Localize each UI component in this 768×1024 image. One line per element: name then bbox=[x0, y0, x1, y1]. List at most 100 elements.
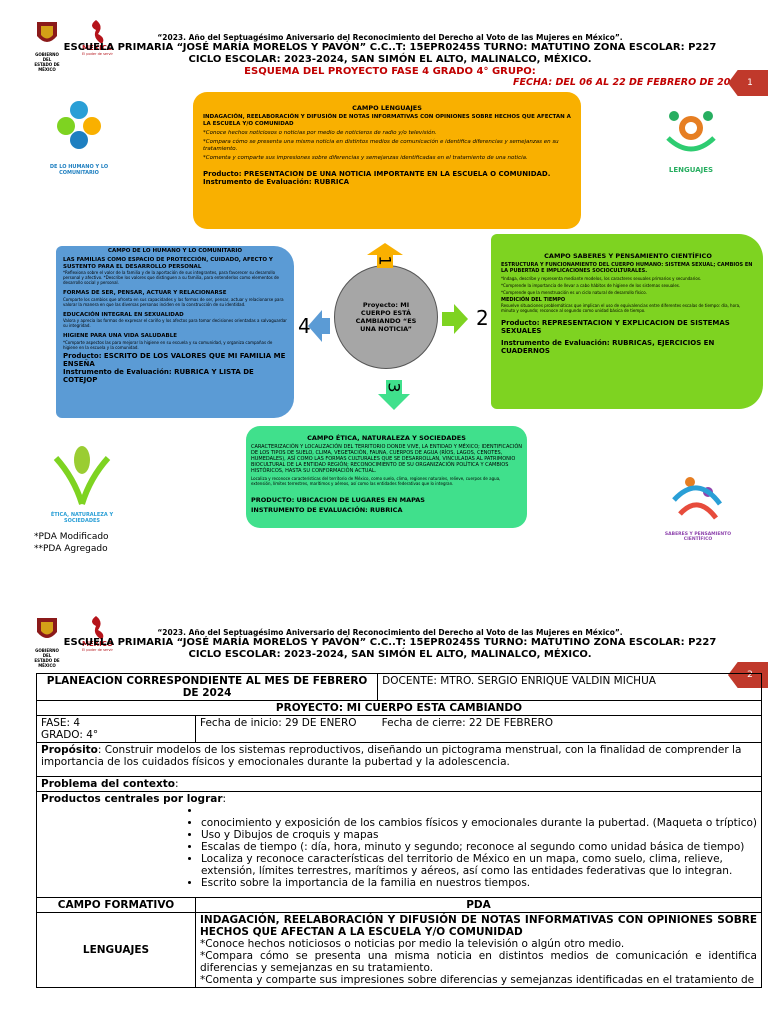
project-circle-text: Proyecto: MI CUERPO ESTÁ CAMBIANDO “ES U… bbox=[355, 301, 417, 333]
humano-section-text: *Reflexiona sobre el valor de la familia… bbox=[63, 270, 280, 285]
humano-section-heading: HIGIENE PARA UNA VIDA SALUDABLE bbox=[63, 333, 177, 339]
humano-section-text: Comparte los cambios que afronta en sus … bbox=[63, 296, 284, 307]
lenguajes-item: *Conoce hechos noticiosos o noticias por… bbox=[203, 130, 437, 136]
list-item: Escalas de tiempo (: día, hora, minuto y… bbox=[201, 841, 757, 853]
fase-text: FASE: 4 bbox=[41, 717, 81, 729]
saberes-emblem-icon bbox=[672, 477, 723, 520]
arrow-down-icon bbox=[378, 380, 410, 410]
scheme-title: ESQUEMA DEL PROYECTO FASE 4 GRADO 4° GRU… bbox=[244, 66, 536, 77]
productos-label: Productos centrales por lograr bbox=[41, 793, 223, 805]
note-agregado: **PDA Agregado bbox=[34, 544, 108, 554]
humano-instrument: Instrumento de Evaluación: RUBRICA Y LIS… bbox=[63, 367, 254, 384]
arrow-1-number: 1 bbox=[375, 255, 395, 266]
mexico-logo-sub: El poder de servir bbox=[82, 52, 113, 56]
state-logo-label-2: GOBIERNO DEL ESTADO DE MÉXICO bbox=[34, 648, 60, 668]
saberes-title: CAMPO SABERES Y PENSAMIENTO CIENTÍFICO bbox=[544, 252, 712, 260]
saberes-box: CAMPO SABERES Y PENSAMIENTO CIENTÍFICO E… bbox=[491, 234, 763, 409]
state-logo-label: GOBIERNO DEL ESTADO DE MÉXICO bbox=[34, 52, 60, 72]
table-row: PROYECTO: MI CUERPO ESTA CAMBIANDO bbox=[36, 700, 762, 716]
proyecto-cell: PROYECTO: MI CUERPO ESTA CAMBIANDO bbox=[36, 700, 762, 716]
cycle-title-2: CICLO ESCOLAR: 2023-2024, SAN SIMÓN EL A… bbox=[188, 649, 592, 660]
date-text: FECHA: DEL 06 AL 22 DE FEBRERO DE 2024. bbox=[513, 77, 748, 88]
lenguajes-heading: INDAGACIÓN, REELABORACIÓN Y DIFUSIÓN DE … bbox=[203, 114, 571, 127]
humano-product: Producto: ESCRITO DE LOS VALORES QUE MI … bbox=[63, 351, 286, 368]
list-item: Uso y Dibujos de croquis y mapas bbox=[201, 829, 757, 841]
saberes-item: *Indaga, describe y representa mediante … bbox=[501, 276, 702, 281]
lenguajes-logo: LENGUAJES bbox=[648, 98, 734, 180]
lenguajes-item: *Compara cómo se presenta una misma noti… bbox=[203, 139, 559, 152]
lenguajes-title: CAMPO LENGUAJES bbox=[352, 104, 422, 112]
state-logo-2: GOBIERNO DEL ESTADO DE MÉXICO bbox=[34, 614, 60, 668]
productos-cell: Productos centrales por lograr: conocimi… bbox=[36, 791, 762, 898]
arrow-3-number: 3 bbox=[384, 382, 404, 393]
humano-logo-label: DE LO HUMANO Y LO COMUNITARIO bbox=[49, 164, 109, 176]
etica-heading: CARACTERIZACIÓN Y LOCALIZACIÓN DEL TERRI… bbox=[251, 444, 523, 474]
etica-logo-label: ÉTICA, NATURALEZA Y SOCIEDADES bbox=[50, 512, 114, 524]
arrow-2 bbox=[440, 302, 470, 336]
etica-box: CAMPO ÉTICA, NATURALEZA Y SOCIEDADES CAR… bbox=[246, 426, 527, 528]
pda-header: PDA bbox=[195, 897, 762, 913]
lenguajes-instrument: Instrumento de Evaluación: RUBRICA bbox=[203, 178, 350, 186]
list-item: Localiza y reconoce características del … bbox=[201, 853, 757, 877]
humano-section-heading: EDUCACIÓN INTEGRAL EN SEXUALIDAD bbox=[63, 311, 184, 318]
arrow-1: 1 bbox=[366, 241, 404, 269]
note-modificado: *PDA Modificado bbox=[34, 532, 109, 542]
mexico-logo-label: MÉXICO bbox=[82, 44, 113, 52]
humano-box: CAMPO DE LO HUMANO Y LO COMUNITARIO LAS … bbox=[56, 246, 294, 418]
lenguajes-logo-label: LENGUAJES bbox=[668, 166, 714, 174]
list-item: Escrito sobre la importancia de la famil… bbox=[201, 877, 757, 889]
arrow-right-icon bbox=[442, 304, 468, 334]
cycle-title: CICLO ESCOLAR: 2023-2024, SAN SIMÓN EL A… bbox=[188, 54, 592, 65]
anniversary-span: “2023. Año del Septuagésimo Aniversario … bbox=[157, 33, 623, 42]
arrow-up-icon bbox=[367, 243, 403, 268]
mexico-logo: MÉXICO El poder de servir bbox=[82, 18, 122, 58]
saberes-logo-label: SABERES Y PENSAMIENTO CIENTÍFICO bbox=[664, 532, 732, 542]
page-tab-1: 1 bbox=[728, 70, 768, 96]
humano-logo: DE LO HUMANO Y LO COMUNITARIO bbox=[36, 90, 122, 176]
etica-instrument: INSTRUMENTO DE EVALUACIÓN: RUBRICA bbox=[251, 506, 403, 514]
etica-product: PRODUCTO: UBICACION DE LUGARES EN MAPAS bbox=[251, 496, 425, 504]
planeacion-cell: PLANEACION CORRESPONDIENTE AL MES DE FEB… bbox=[35, 673, 378, 701]
project-circle: Proyecto: MI CUERPO ESTÁ CAMBIANDO “ES U… bbox=[334, 265, 438, 369]
etica-logo: ÉTICA, NATURALEZA Y SOCIEDADES bbox=[34, 438, 130, 528]
table-row: LENGUAJES INDAGACIÓN, REELABORACIÓN Y DI… bbox=[36, 912, 762, 988]
saberes-item: *Comprende que la menstruación es un cic… bbox=[501, 290, 647, 295]
anniversary-span-2: “2023. Año del Septuagésimo Aniversario … bbox=[157, 628, 623, 637]
etica-emblem-icon bbox=[53, 446, 111, 505]
etica-text: Localiza y reconoce características del … bbox=[251, 476, 501, 486]
problema-cell: Problema del contexto: bbox=[36, 776, 762, 792]
lenguajes-box: CAMPO LENGUAJES INDAGACIÓN, REELABORACIÓ… bbox=[193, 92, 581, 229]
lenguajes-product: Producto: PRESENTACION DE UNA NOTICIA IM… bbox=[203, 170, 551, 178]
table-row: CAMPO FORMATIVO PDA bbox=[36, 897, 762, 913]
saberes-product: Producto: REPRESENTACION Y EXPLICACION D… bbox=[501, 319, 730, 335]
pda-item: *Conoce hechos noticiosos o noticias por… bbox=[200, 938, 625, 950]
humano-section-text: Valora y aprecia las formas de expresar … bbox=[63, 318, 287, 328]
grado-text: GRADO: 4° bbox=[41, 729, 99, 741]
saberes-instrument: Instrumento de Evaluación: RUBRICAS, EJE… bbox=[501, 339, 715, 355]
humano-title: CAMPO DE LO HUMANO Y LO COMUNITARIO bbox=[107, 248, 243, 254]
pda-heading: INDAGACIÓN, REELABORACIÓN Y DIFUSIÓN DE … bbox=[200, 914, 757, 938]
docente-cell: DOCENTE: MTRO. SERGIO ENRIQUE VALDIN MIC… bbox=[377, 673, 762, 701]
arrow-left-icon bbox=[308, 310, 330, 342]
mexico-logo-label-2: MÉXICO bbox=[82, 640, 113, 648]
planning-table: PLANEACION CORRESPONDIENTE AL MES DE FEB… bbox=[35, 673, 762, 988]
campo-cell: LENGUAJES bbox=[36, 912, 196, 988]
proposito-label: Propósito bbox=[41, 744, 98, 756]
cierre-cell: Fecha de cierre: 22 DE FEBRERO bbox=[377, 715, 762, 743]
humano-section-text: *Comparte aspectos las para mejorar la h… bbox=[63, 339, 273, 350]
table-row: Propósito: Construir modelos de los sist… bbox=[36, 742, 762, 777]
list-item bbox=[201, 805, 757, 817]
proposito-cell: Propósito: Construir modelos de los sist… bbox=[36, 742, 762, 777]
mexico-logo-sub-2: El poder de servir bbox=[82, 648, 113, 652]
mexico-logo-2: MÉXICO El poder de servir bbox=[82, 614, 122, 654]
table-row: PLANEACION CORRESPONDIENTE AL MES DE FEB… bbox=[35, 673, 762, 701]
saberes-logo: SABERES Y PENSAMIENTO CIENTÍFICO bbox=[650, 470, 746, 550]
anniversary-text: “2023. Año del Septuagésimo Aniversario … bbox=[120, 33, 660, 42]
saberes-heading: ESTRUCTURA Y FUNCIONAMIENTO DEL CUERPO H… bbox=[501, 262, 753, 274]
pda-item: *Comenta y comparte sus impresiones sobr… bbox=[200, 974, 755, 986]
arrow-2-number: 2 bbox=[476, 306, 489, 330]
table-row: Problema del contexto: bbox=[36, 776, 762, 792]
campo-header: CAMPO FORMATIVO bbox=[36, 897, 196, 913]
